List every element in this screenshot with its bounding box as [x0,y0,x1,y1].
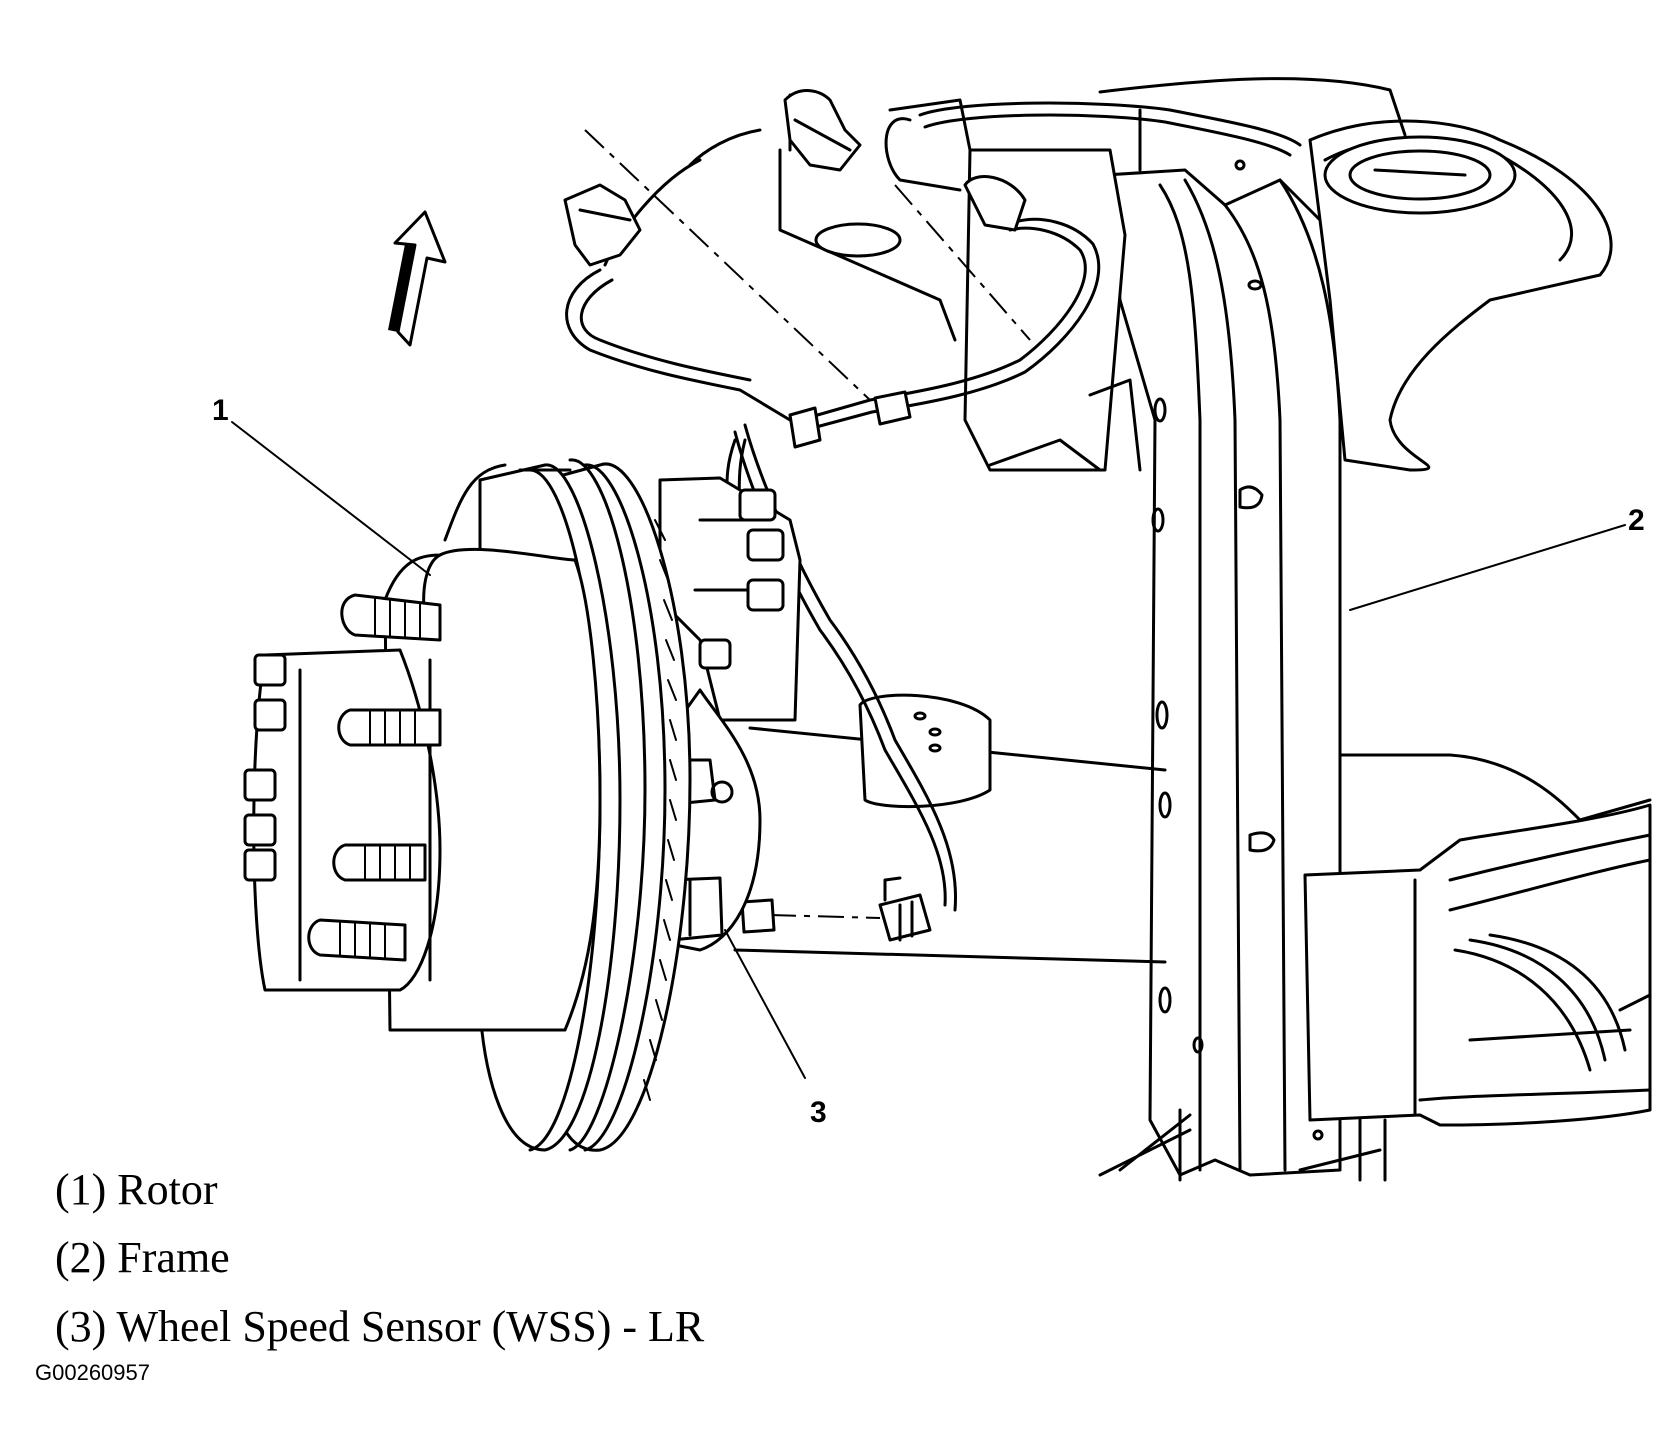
callout-1: 1 [212,394,229,427]
rotor-and-hub [243,458,802,1152]
figure-id: G00260957 [35,1360,150,1385]
hub-lug-nuts [243,653,287,882]
frame [733,77,1652,1182]
callout-2: 2 [1628,504,1645,537]
wheel-studs [307,593,442,962]
up-arrow-icon [388,210,447,347]
callout-3: 3 [810,1096,827,1129]
callout-leaders [231,421,1626,1079]
rotor-vents [643,519,677,1101]
legend-item-frame: (2) Frame [55,1233,230,1282]
caliper-bolts [698,488,785,670]
legend-item-wheel-speed-sensor: (3) Wheel Speed Sensor (WSS) - LR [55,1302,705,1351]
legend-item-rotor: (1) Rotor [55,1165,218,1214]
